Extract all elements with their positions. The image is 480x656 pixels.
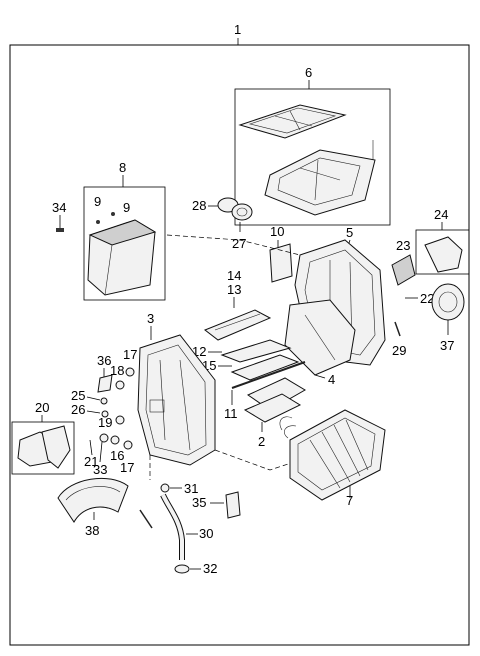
callout-25: 25 — [71, 388, 85, 403]
callout-2: 2 — [258, 434, 265, 449]
assembly-frame — [9, 44, 470, 646]
door-15 — [230, 354, 300, 381]
callout-7: 7 — [346, 493, 353, 508]
callout-9b: 9 — [123, 200, 130, 215]
grommet-32 — [174, 564, 190, 574]
screw-29 — [394, 321, 401, 337]
guide-line-a — [166, 234, 301, 256]
callout-10: 10 — [270, 224, 284, 239]
duct-38 — [57, 477, 129, 523]
callout-30: 30 — [199, 526, 213, 541]
callout-14: 14 — [227, 268, 241, 283]
callout-28: 28 — [192, 198, 206, 213]
callout-5: 5 — [346, 225, 353, 240]
plate-35 — [225, 491, 241, 519]
case-lower-4 — [284, 299, 356, 376]
callout-29: 29 — [392, 343, 406, 358]
screw-9a — [96, 220, 100, 224]
link-17b — [123, 440, 133, 450]
callout-1: 1 — [234, 22, 241, 37]
callout-20: 20 — [35, 400, 49, 415]
lever-23 — [391, 254, 416, 286]
inset-box-24 — [415, 229, 470, 275]
callout-36: 36 — [97, 353, 111, 368]
door-13 — [203, 309, 272, 341]
callout-6: 6 — [305, 65, 312, 80]
callout-19: 19 — [98, 415, 112, 430]
callout-22: 22 — [420, 291, 434, 306]
callout-17b: 17 — [120, 460, 134, 475]
callout-32: 32 — [203, 561, 217, 576]
inset-box-6 — [234, 88, 391, 226]
shaft-11 — [231, 361, 306, 389]
callout-13: 13 — [227, 282, 241, 297]
callout-24: 24 — [434, 207, 448, 222]
wire-30 — [139, 509, 153, 529]
callout-21: 21 — [84, 454, 98, 469]
clip-25 — [100, 397, 108, 405]
screw-9b — [111, 212, 115, 216]
callout-8: 8 — [119, 160, 126, 175]
evaporator-7 — [279, 409, 386, 501]
bracket-36 — [97, 374, 113, 393]
door-12 — [220, 339, 292, 363]
callout-26: 26 — [71, 402, 85, 417]
callout-27: 27 — [232, 236, 246, 251]
callout-35: 35 — [192, 495, 206, 510]
callout-18: 18 — [110, 363, 124, 378]
foam-pad-10 — [269, 243, 293, 283]
callout-31: 31 — [184, 481, 198, 496]
clip-34 — [56, 228, 64, 232]
link-33 — [99, 433, 109, 443]
callout-9a: 9 — [94, 194, 101, 209]
seal-27 — [231, 203, 253, 221]
clamp-31 — [160, 483, 170, 493]
inset-box-8 — [83, 186, 166, 301]
link-16 — [110, 435, 120, 445]
actuator-37 — [431, 283, 465, 321]
callout-37: 37 — [440, 338, 454, 353]
callout-4: 4 — [328, 372, 335, 387]
lever-18 — [115, 380, 125, 390]
air-filter — [238, 104, 376, 216]
lever-17 — [125, 367, 135, 377]
callout-34: 34 — [52, 200, 66, 215]
callout-3: 3 — [147, 311, 154, 326]
actuator-20-link — [41, 425, 71, 469]
actuator-24 — [424, 236, 463, 273]
callout-16: 16 — [110, 448, 124, 463]
callout-11: 11 — [224, 406, 238, 421]
callout-23: 23 — [396, 238, 410, 253]
blower-unit — [87, 219, 157, 296]
callout-33: 33 — [93, 462, 107, 477]
link-19 — [115, 415, 125, 425]
callout-38: 38 — [85, 523, 99, 538]
inset-box-20 — [11, 421, 75, 475]
clip-26 — [101, 410, 109, 418]
case-main-3 — [137, 334, 216, 466]
callout-17a: 17 — [123, 347, 137, 362]
